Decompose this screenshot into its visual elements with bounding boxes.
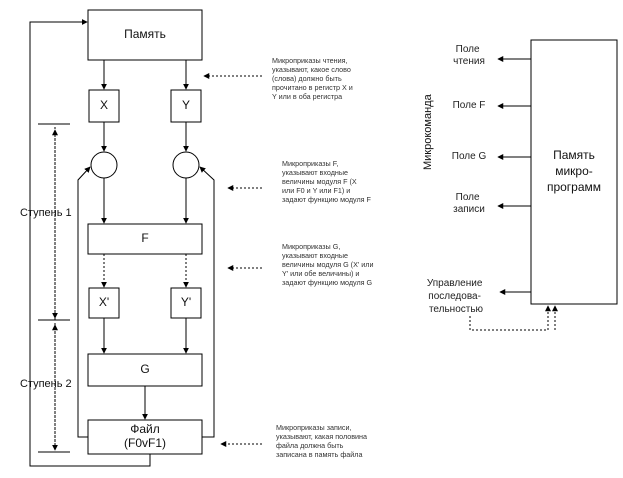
feedback-outer xyxy=(29,19,151,467)
f-label: F xyxy=(141,231,148,245)
file-block: Файл (F0vF1) xyxy=(87,419,203,455)
sequence-feedback xyxy=(469,305,551,331)
microprogram-memory-block: Память микро- программ xyxy=(530,39,618,305)
stage-brackets xyxy=(38,123,70,453)
register-x-prime: X' xyxy=(88,287,120,319)
feedback-left xyxy=(77,166,91,438)
field-g-label: Поле G xyxy=(452,151,487,162)
g-block: G xyxy=(87,353,203,387)
feedback-right xyxy=(199,166,215,438)
mux-right xyxy=(172,151,200,179)
microprogram-memory-line3: программ xyxy=(547,180,601,194)
register-y-label: Y xyxy=(182,98,190,112)
register-x-label: X xyxy=(100,98,108,112)
file-label-line1: Файл xyxy=(130,422,160,436)
note-g: Микроприказы G, указывают входные величи… xyxy=(282,242,375,287)
microprogram-memory-line2: микро- xyxy=(555,164,593,178)
register-y-prime-label: Y' xyxy=(181,295,191,309)
g-label: G xyxy=(140,362,149,376)
register-y-prime: Y' xyxy=(170,287,202,319)
note-f: Микроприказы F, указывают входные величи… xyxy=(282,159,372,204)
memory-block: Память xyxy=(87,9,203,61)
microprogram-memory-line1: Память xyxy=(553,148,595,162)
field-sequence-label: Управление последова- тельностью xyxy=(427,278,485,315)
field-read-label: Поле чтения xyxy=(453,44,485,67)
mux-left xyxy=(90,151,118,179)
stage-1-label: Ступень 1 xyxy=(20,207,72,219)
register-x: X xyxy=(88,89,120,123)
stage-2-label: Ступень 2 xyxy=(20,378,72,390)
note-read: Микроприказы чтения, указывают, какое сл… xyxy=(272,56,355,101)
f-block: F xyxy=(87,223,203,255)
field-f-label: Поле F xyxy=(453,100,486,111)
note-write: Микроприказы записи, указывают, какая по… xyxy=(276,423,369,459)
register-y: Y xyxy=(170,89,202,123)
microcommand-label: Микрокоманда xyxy=(422,93,434,170)
register-x-prime-label: X' xyxy=(99,295,109,309)
field-write-label: Поле записи xyxy=(453,192,485,215)
memory-label: Память xyxy=(124,27,166,41)
file-label-line2: (F0vF1) xyxy=(124,436,166,450)
